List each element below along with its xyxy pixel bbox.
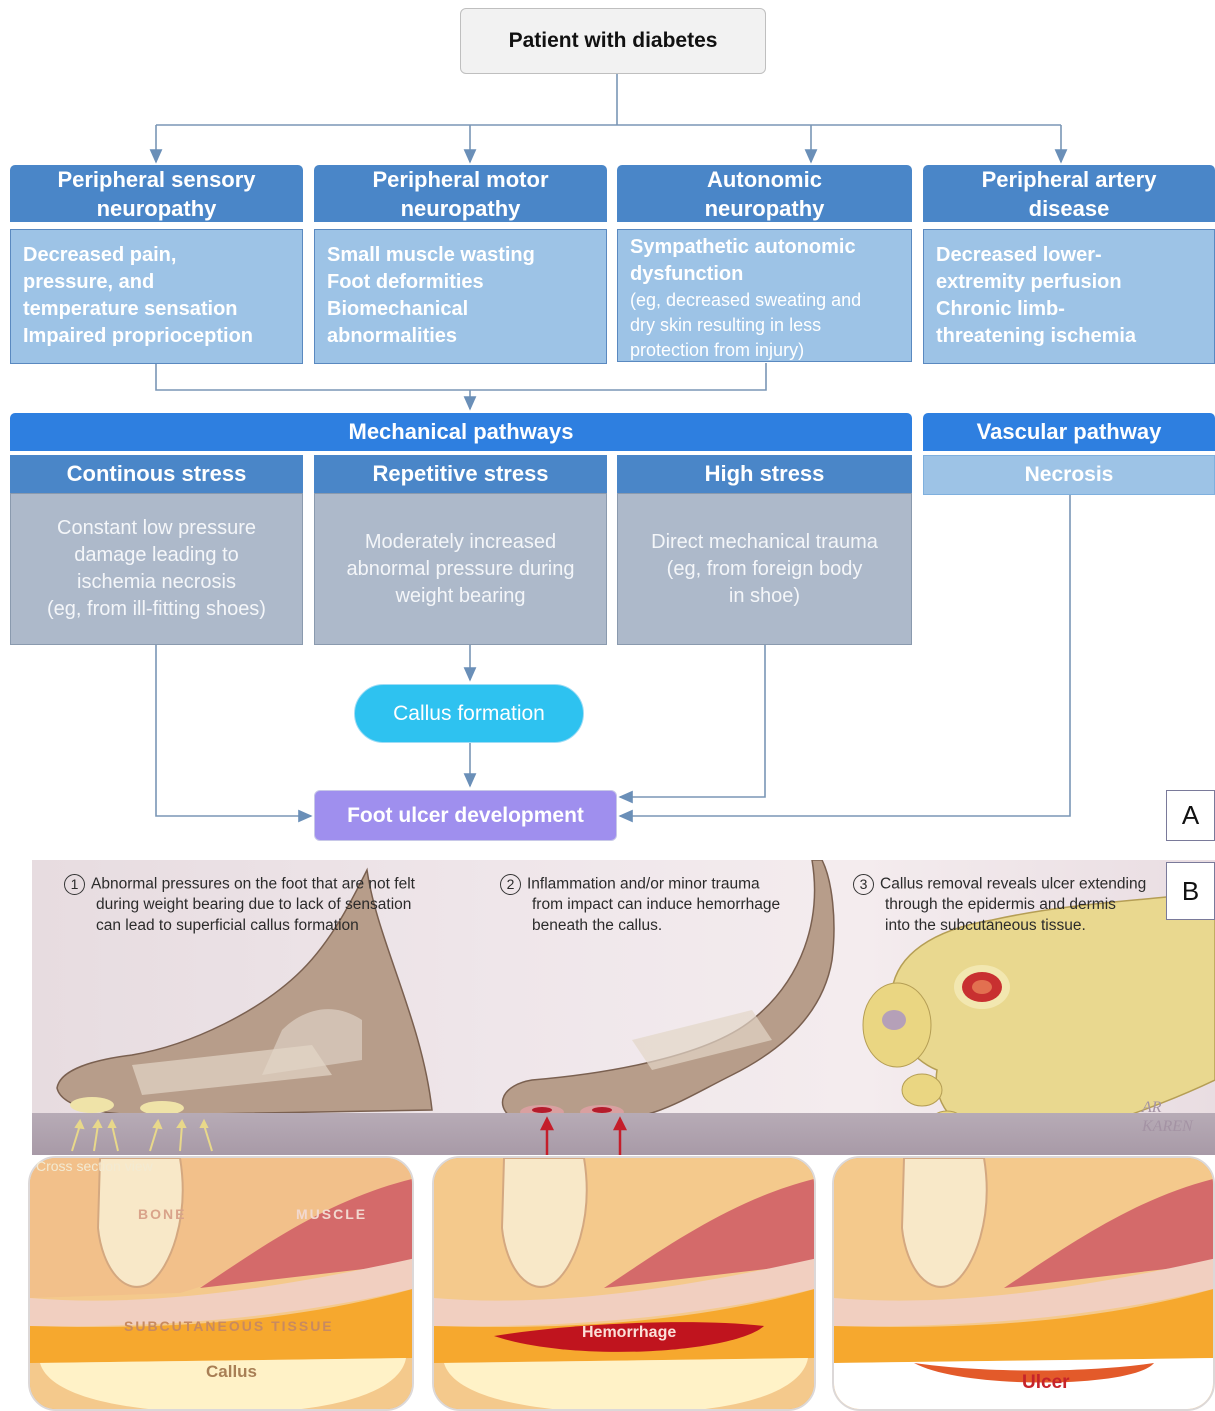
step-1-caption: 1 Abnormal pressures on the foot that are… — [64, 874, 464, 936]
desc-line: dysfunction — [630, 261, 901, 288]
stress-line: abnormal pressure during — [315, 556, 606, 583]
foot-ulcer-node: Foot ulcer development — [314, 790, 617, 841]
stress-line: weight bearing — [315, 583, 606, 610]
desc-line: pressure, and — [23, 269, 292, 296]
stress-line: (eg, from foreign body — [618, 556, 911, 583]
stress-line: Moderately increased — [315, 529, 606, 556]
desc-line: extremity perfusion — [936, 269, 1204, 296]
stress-body-high: Direct mechanical trauma (eg, from forei… — [617, 493, 912, 645]
stress-line: ischemia necrosis — [11, 569, 302, 596]
callus-label: Callus — [206, 1362, 257, 1382]
caption-line: beneath the callus. — [500, 916, 820, 937]
category-desc-pad: Decreased lower- extremity perfusion Chr… — [923, 229, 1215, 364]
stress-line: Constant low pressure — [11, 515, 302, 542]
caption-line: Inflammation and/or minor trauma — [527, 876, 760, 893]
category-title-line: neuropathy — [401, 194, 521, 223]
subcutaneous-label: SUBCUTANEOUS TISSUE — [124, 1318, 334, 1334]
category-title-line: disease — [1029, 194, 1110, 223]
stress-body-continuous: Constant low pressure damage leading to … — [10, 493, 303, 645]
stress-line: (eg, from ill-fitting shoes) — [11, 596, 302, 623]
caption-line: from impact can induce hemorrhage — [500, 895, 820, 916]
desc-subline: protection from injury) — [630, 338, 901, 363]
panel-label-b: B — [1166, 862, 1215, 920]
desc-line: Biomechanical — [327, 296, 596, 323]
stress-header-high: High stress — [617, 455, 912, 493]
muscle-label: MUSCLE — [296, 1206, 367, 1222]
desc-line: Decreased pain, — [23, 242, 292, 269]
desc-line: Chronic limb- — [936, 296, 1204, 323]
caption-line: Callus removal reveals ulcer extending — [880, 876, 1146, 893]
hemorrhage-label: Hemorrhage — [582, 1324, 676, 1342]
cross-section-2-art — [434, 1158, 816, 1411]
desc-line: Foot deformities — [327, 269, 596, 296]
ulcer-label: Ulcer — [1022, 1372, 1070, 1394]
desc-line: Small muscle wasting — [327, 242, 596, 269]
step-2-caption: 2 Inflammation and/or minor trauma from i… — [500, 874, 820, 936]
category-title-line: Peripheral artery — [982, 165, 1157, 194]
bone-label: BONE — [138, 1206, 186, 1222]
caption-line: Abnormal pressures on the foot that are … — [91, 876, 415, 893]
caption-line: can lead to superficial callus formation — [64, 916, 464, 937]
pressure-arrows — [32, 1113, 1215, 1155]
caption-line: into the subcutaneous tissue. — [853, 916, 1168, 937]
stress-line: damage leading to — [11, 542, 302, 569]
desc-subline: dry skin resulting in less — [630, 313, 901, 338]
mechanical-pathways-header: Mechanical pathways — [10, 413, 912, 451]
stress-body-repetitive: Moderately increased abnormal pressure d… — [314, 493, 607, 645]
category-title-line: Autonomic — [707, 165, 822, 194]
artist-signature: AR KAREN — [1142, 1098, 1208, 1136]
category-title-line: neuropathy — [97, 194, 217, 223]
desc-line: temperature sensation — [23, 296, 292, 323]
category-desc-motor: Small muscle wasting Foot deformities Bi… — [314, 229, 607, 364]
desc-line: threatening ischemia — [936, 323, 1204, 350]
step-number: 2 — [500, 874, 521, 895]
stress-line: Direct mechanical trauma — [618, 529, 911, 556]
desc-line: Decreased lower- — [936, 242, 1204, 269]
category-desc-sensory: Decreased pain, pressure, and temperatur… — [10, 229, 303, 364]
cross-section-1: BONE MUSCLE SUBCUTANEOUS TISSUE Callus — [28, 1156, 414, 1411]
cross-section-2: Hemorrhage — [432, 1156, 816, 1411]
category-header-autonomic: Autonomic neuropathy — [617, 165, 912, 222]
step-number: 3 — [853, 874, 874, 895]
category-title-line: neuropathy — [705, 194, 825, 223]
root-node: Patient with diabetes — [460, 8, 766, 74]
category-header-pad: Peripheral artery disease — [923, 165, 1215, 222]
necrosis-node: Necrosis — [923, 455, 1215, 495]
category-desc-autonomic: Sympathetic autonomic dysfunction (eg, d… — [617, 229, 912, 362]
category-header-motor: Peripheral motor neuropathy — [314, 165, 607, 222]
cross-section-label: Cross section view — [36, 1158, 153, 1174]
category-title-line: Peripheral sensory — [57, 165, 255, 194]
desc-subline: (eg, decreased sweating and — [630, 288, 901, 313]
caption-line: through the epidermis and dermis — [853, 895, 1168, 916]
cross-section-3: Ulcer — [832, 1156, 1215, 1411]
caption-line: during weight bearing due to lack of sen… — [64, 895, 464, 916]
desc-line: abnormalities — [327, 323, 596, 350]
stress-line: in shoe) — [618, 583, 911, 610]
stress-header-continuous: Continous stress — [10, 455, 303, 493]
panel-label-a: A — [1166, 790, 1215, 841]
stress-header-repetitive: Repetitive stress — [314, 455, 607, 493]
callus-formation-node: Callus formation — [354, 684, 584, 743]
step-number: 1 — [64, 874, 85, 895]
desc-line: Impaired proprioception — [23, 323, 292, 350]
vascular-pathway-header: Vascular pathway — [923, 413, 1215, 451]
desc-line: Sympathetic autonomic — [630, 234, 901, 261]
category-header-sensory: Peripheral sensory neuropathy — [10, 165, 303, 222]
category-title-line: Peripheral motor — [372, 165, 548, 194]
